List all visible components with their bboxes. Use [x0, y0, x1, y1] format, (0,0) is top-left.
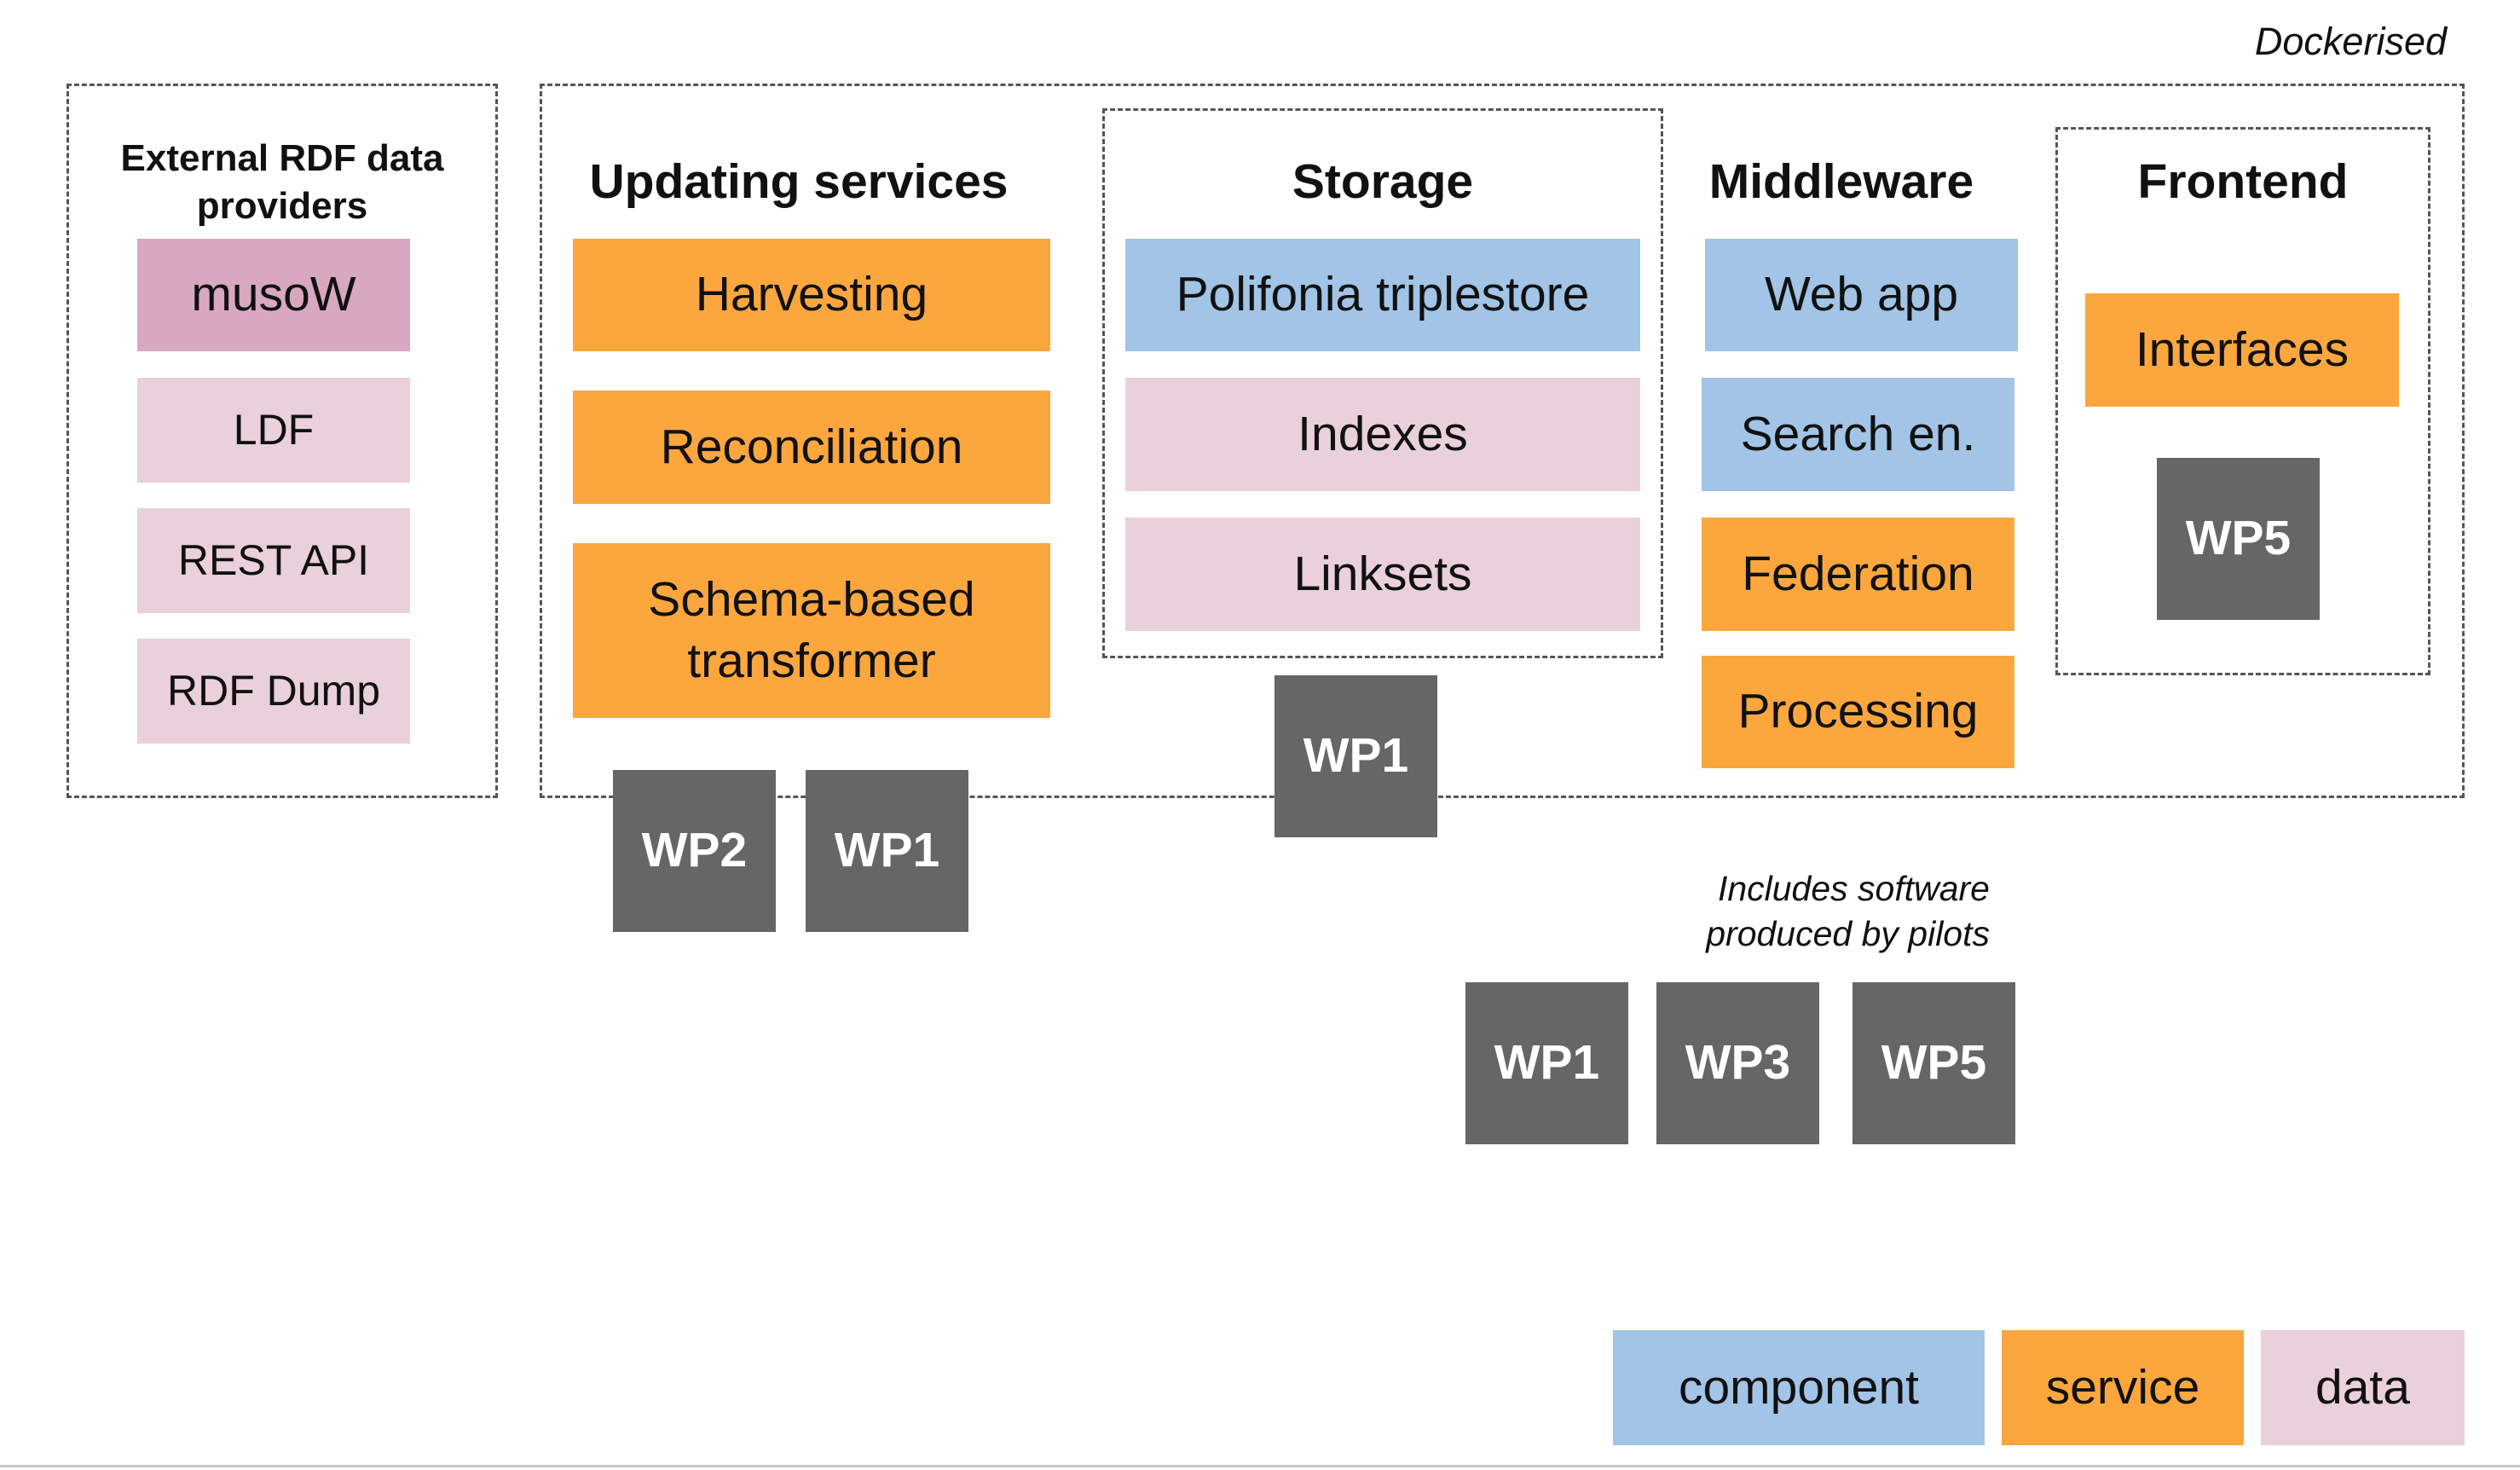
wp-badge-frontend: WP5: [2157, 458, 2320, 620]
storage-title: Storage: [1292, 154, 1474, 209]
middleware-title: Middleware: [1708, 154, 1974, 209]
external-providers-title: External RDF data providers: [120, 137, 444, 227]
provider-rest-api: REST API: [137, 508, 410, 613]
legend-component: component: [1613, 1330, 1985, 1445]
frontend-container: [2055, 127, 2430, 675]
wp-badge-updating-wp1: WP1: [806, 770, 968, 932]
indexes-data: Indexes: [1125, 378, 1640, 491]
legend-service: service: [2002, 1330, 2244, 1445]
wp-badge-updating-wp2: WP2: [613, 770, 776, 932]
dockerised-label: Dockerised: [2254, 20, 2447, 63]
legend-data: data: [2261, 1330, 2465, 1445]
provider-musow: musoW: [137, 239, 410, 351]
wp-badge-pilots-wp5: WP5: [1852, 982, 2015, 1144]
wp-badge-pilots-wp1: WP1: [1465, 982, 1628, 1144]
triplestore-component: Polifonia triplestore: [1125, 239, 1640, 351]
bottom-divider: [0, 1465, 2520, 1467]
dockerised-container: [540, 84, 2465, 798]
wp-badge-storage: WP1: [1274, 675, 1437, 837]
interfaces-service: Interfaces: [2085, 293, 2399, 407]
processing-service: Processing: [1702, 656, 2014, 768]
linksets-data: Linksets: [1125, 518, 1640, 631]
pilots-note: Includes software produced by pilots: [1706, 869, 1990, 954]
webapp-component: Web app: [1705, 239, 2018, 351]
harvesting-service: Harvesting: [573, 239, 1050, 351]
storage-container: [1102, 108, 1663, 658]
search-engine-component: Search en.: [1702, 378, 2014, 491]
provider-ldf: LDF: [137, 378, 410, 483]
frontend-title: Frontend: [2137, 154, 2349, 209]
federation-service: Federation: [1702, 518, 2014, 631]
wp-badge-pilots-wp3: WP3: [1656, 982, 1819, 1144]
provider-rdf-dump: RDF Dump: [137, 639, 410, 744]
updating-services-title: Updating services: [589, 154, 1009, 209]
schema-transformer-service: Schema-based transformer: [573, 543, 1050, 718]
reconciliation-service: Reconciliation: [573, 391, 1050, 504]
external-providers-container: [66, 84, 498, 798]
